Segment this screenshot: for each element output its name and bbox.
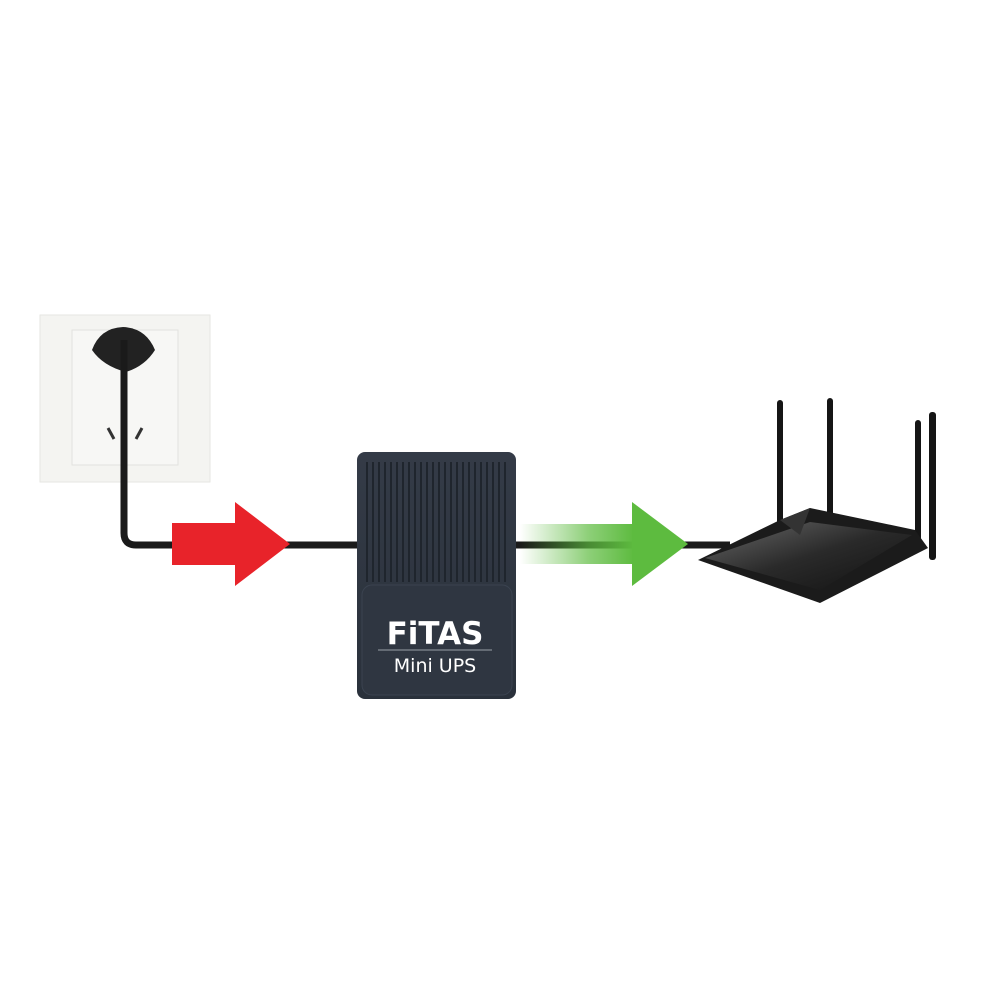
model-label: Mini UPS — [394, 655, 476, 677]
router-icon — [698, 398, 936, 603]
input-power-arrow-icon — [172, 502, 290, 586]
vent-ridges — [366, 462, 506, 582]
input-cable — [120, 340, 360, 549]
brand-logo: FiTAS — [387, 616, 484, 652]
mini-ups-device: FiTAS Mini UPS — [357, 452, 516, 699]
output-power-arrow-icon — [520, 502, 688, 586]
